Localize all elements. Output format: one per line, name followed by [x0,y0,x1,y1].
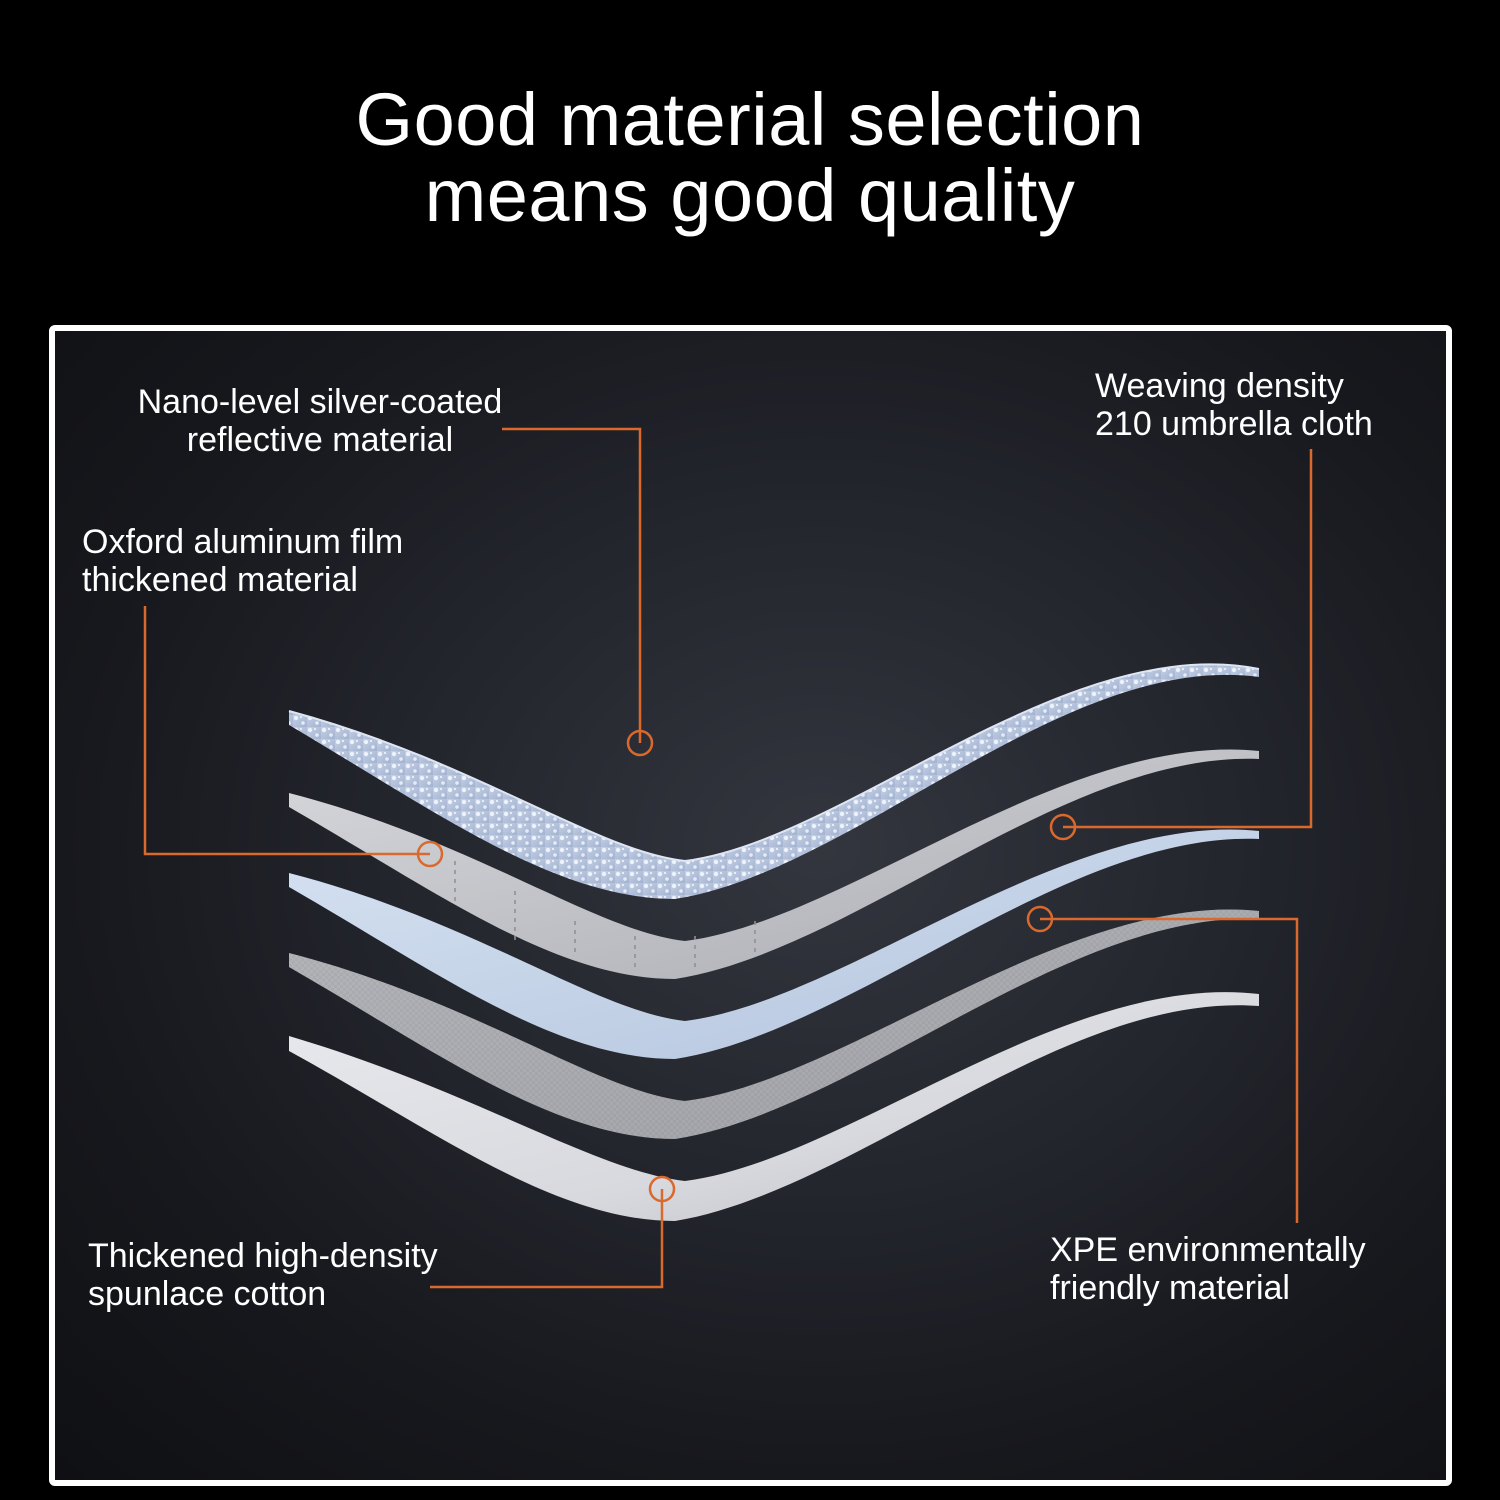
layer-oxford-sheet [289,749,1259,979]
marker-cotton-icon [648,1175,676,1203]
material-layers-illustration [143,427,1313,1289]
layer-umbrella-sheet [289,829,1259,1059]
label-oxford: Oxford aluminum film thickened material [82,523,404,599]
callout-lines [143,427,1313,1289]
marker-xpe-icon [1026,905,1054,933]
layer-reflective-sheet [289,664,1259,899]
callout-line-xpe [1040,917,1299,1223]
callout-line-oxford [143,606,430,856]
label-reflective: Nano-level silver-coated reflective mate… [137,383,503,459]
marker-umbrella-icon [1049,813,1077,841]
callout-line-reflective [502,427,642,743]
callout-line-cotton [430,1189,664,1289]
label-xpe: XPE environmentally friendly material [1050,1231,1366,1307]
label-umbrella: Weaving density 210 umbrella cloth [1095,367,1373,443]
headline-line-1: Good material selection [355,78,1145,161]
headline: Good material selection means good quali… [0,82,1500,234]
layer-cotton-sheet [289,992,1259,1221]
headline-line-2: means good quality [424,154,1076,237]
callout-markers [416,729,1077,1203]
marker-reflective-icon [626,729,654,757]
label-cotton: Thickened high-density spunlace cotton [88,1237,438,1313]
marker-oxford-icon [416,840,444,868]
layer-diagram-panel: Nano-level silver-coated reflective mate… [49,325,1452,1486]
callout-line-umbrella [1063,449,1313,829]
